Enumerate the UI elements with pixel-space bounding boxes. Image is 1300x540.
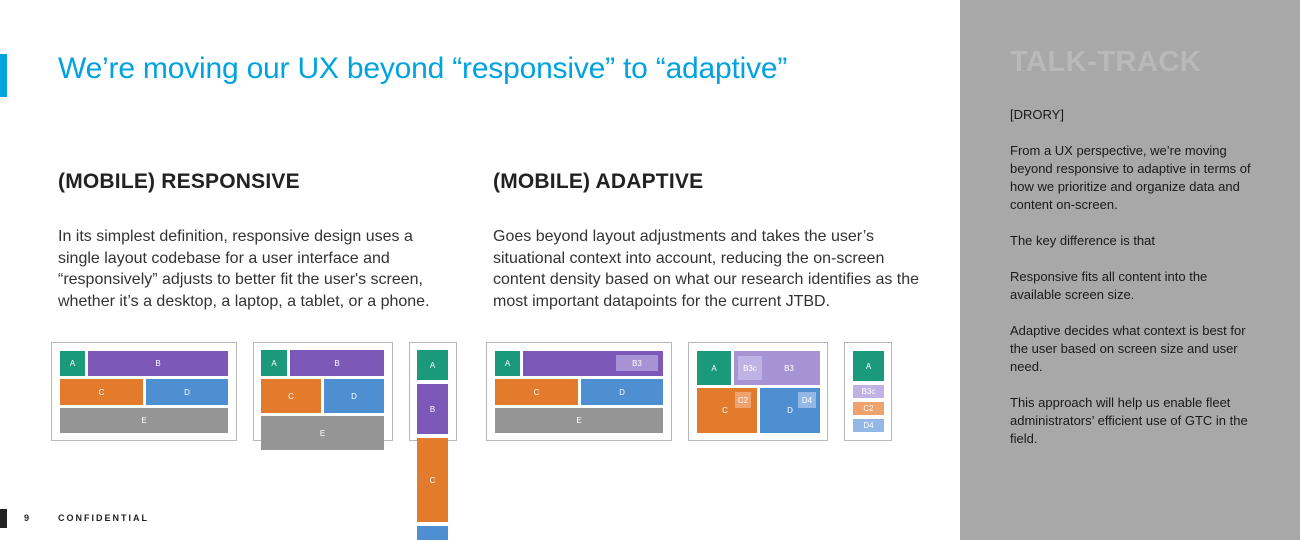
adaptive-heading: (MOBILE) ADAPTIVE: [493, 170, 704, 193]
block-a: A: [261, 350, 287, 376]
responsive-desktop-layout: A B C D E: [51, 342, 237, 441]
responsive-heading: (MOBILE) RESPONSIVE: [58, 170, 300, 193]
block-a: A: [697, 351, 731, 385]
block-b3c: B3c: [738, 356, 762, 380]
footer-mark: [0, 509, 7, 528]
block-b3: B3: [616, 355, 658, 371]
block-a: A: [60, 351, 85, 376]
block-d: D D4: [760, 388, 820, 433]
responsive-column: (MOBILE) RESPONSIVE In its simplest defi…: [58, 170, 458, 312]
title-accent-bar: [0, 54, 7, 97]
block-d4: D4: [798, 392, 816, 408]
block-c: C: [60, 379, 143, 405]
adaptive-description: Goes beyond layout adjustments and takes…: [493, 228, 920, 310]
adaptive-phone-layout: A B3c C2 D4: [844, 342, 892, 441]
block-b: B3c B3: [734, 351, 820, 385]
block-c-label: C: [722, 405, 728, 415]
block-c: C: [417, 438, 448, 522]
block-d-partial: [417, 526, 448, 540]
talk-track-paragraph: This approach will help us enable fleet …: [1010, 395, 1248, 446]
block-d: D: [324, 379, 384, 413]
block-b3: B3: [784, 363, 794, 373]
block-b: B: [88, 351, 228, 376]
page-number: 9: [24, 513, 30, 523]
block-c: C: [495, 379, 578, 405]
block-e: E: [60, 408, 228, 433]
block-a: A: [417, 350, 448, 380]
block-c: C C2: [697, 388, 757, 433]
block-d-label: D: [787, 405, 793, 415]
talk-track-paragraph: Responsive fits all content into the ava…: [1010, 269, 1208, 302]
block-a: A: [853, 351, 884, 381]
block-b: B: [290, 350, 384, 376]
block-b3c: B3c: [853, 385, 884, 398]
block-c2: C2: [853, 402, 884, 415]
block-b: B3: [523, 351, 663, 376]
block-d: D: [146, 379, 228, 405]
adaptive-tablet-layout: A B3c B3 C C2 D D4: [688, 342, 828, 441]
confidential-label: CONFIDENTIAL: [58, 513, 149, 523]
talk-track-paragraph: Adaptive decides what context is best fo…: [1010, 323, 1246, 374]
adaptive-column: (MOBILE) ADAPTIVE Goes beyond layout adj…: [493, 170, 923, 312]
adaptive-desktop-layout: A B3 C D E: [486, 342, 672, 441]
talk-track-panel: TALK-TRACK [DRORY] From a UX perspective…: [960, 0, 1300, 540]
block-e: E: [495, 408, 663, 433]
slide-title: We’re moving our UX beyond “responsive” …: [58, 52, 788, 85]
block-d: D: [581, 379, 663, 405]
block-a: A: [495, 351, 520, 376]
responsive-description: In its simplest definition, responsive d…: [58, 228, 430, 310]
talk-track-notes: [DRORY] From a UX perspective, we’re mov…: [1010, 106, 1260, 466]
talk-track-paragraph: The key difference is that: [1010, 233, 1156, 248]
block-c2: C2: [735, 392, 751, 408]
block-c: C: [261, 379, 321, 413]
block-e: E: [261, 416, 384, 450]
block-b: B: [417, 384, 448, 434]
block-d4: D4: [853, 419, 884, 432]
talk-track-title: TALK-TRACK: [1010, 46, 1202, 78]
talk-track-speaker: [DRORY]: [1010, 107, 1064, 122]
talk-track-paragraph: From a UX perspective, we’re moving beyo…: [1010, 143, 1251, 212]
